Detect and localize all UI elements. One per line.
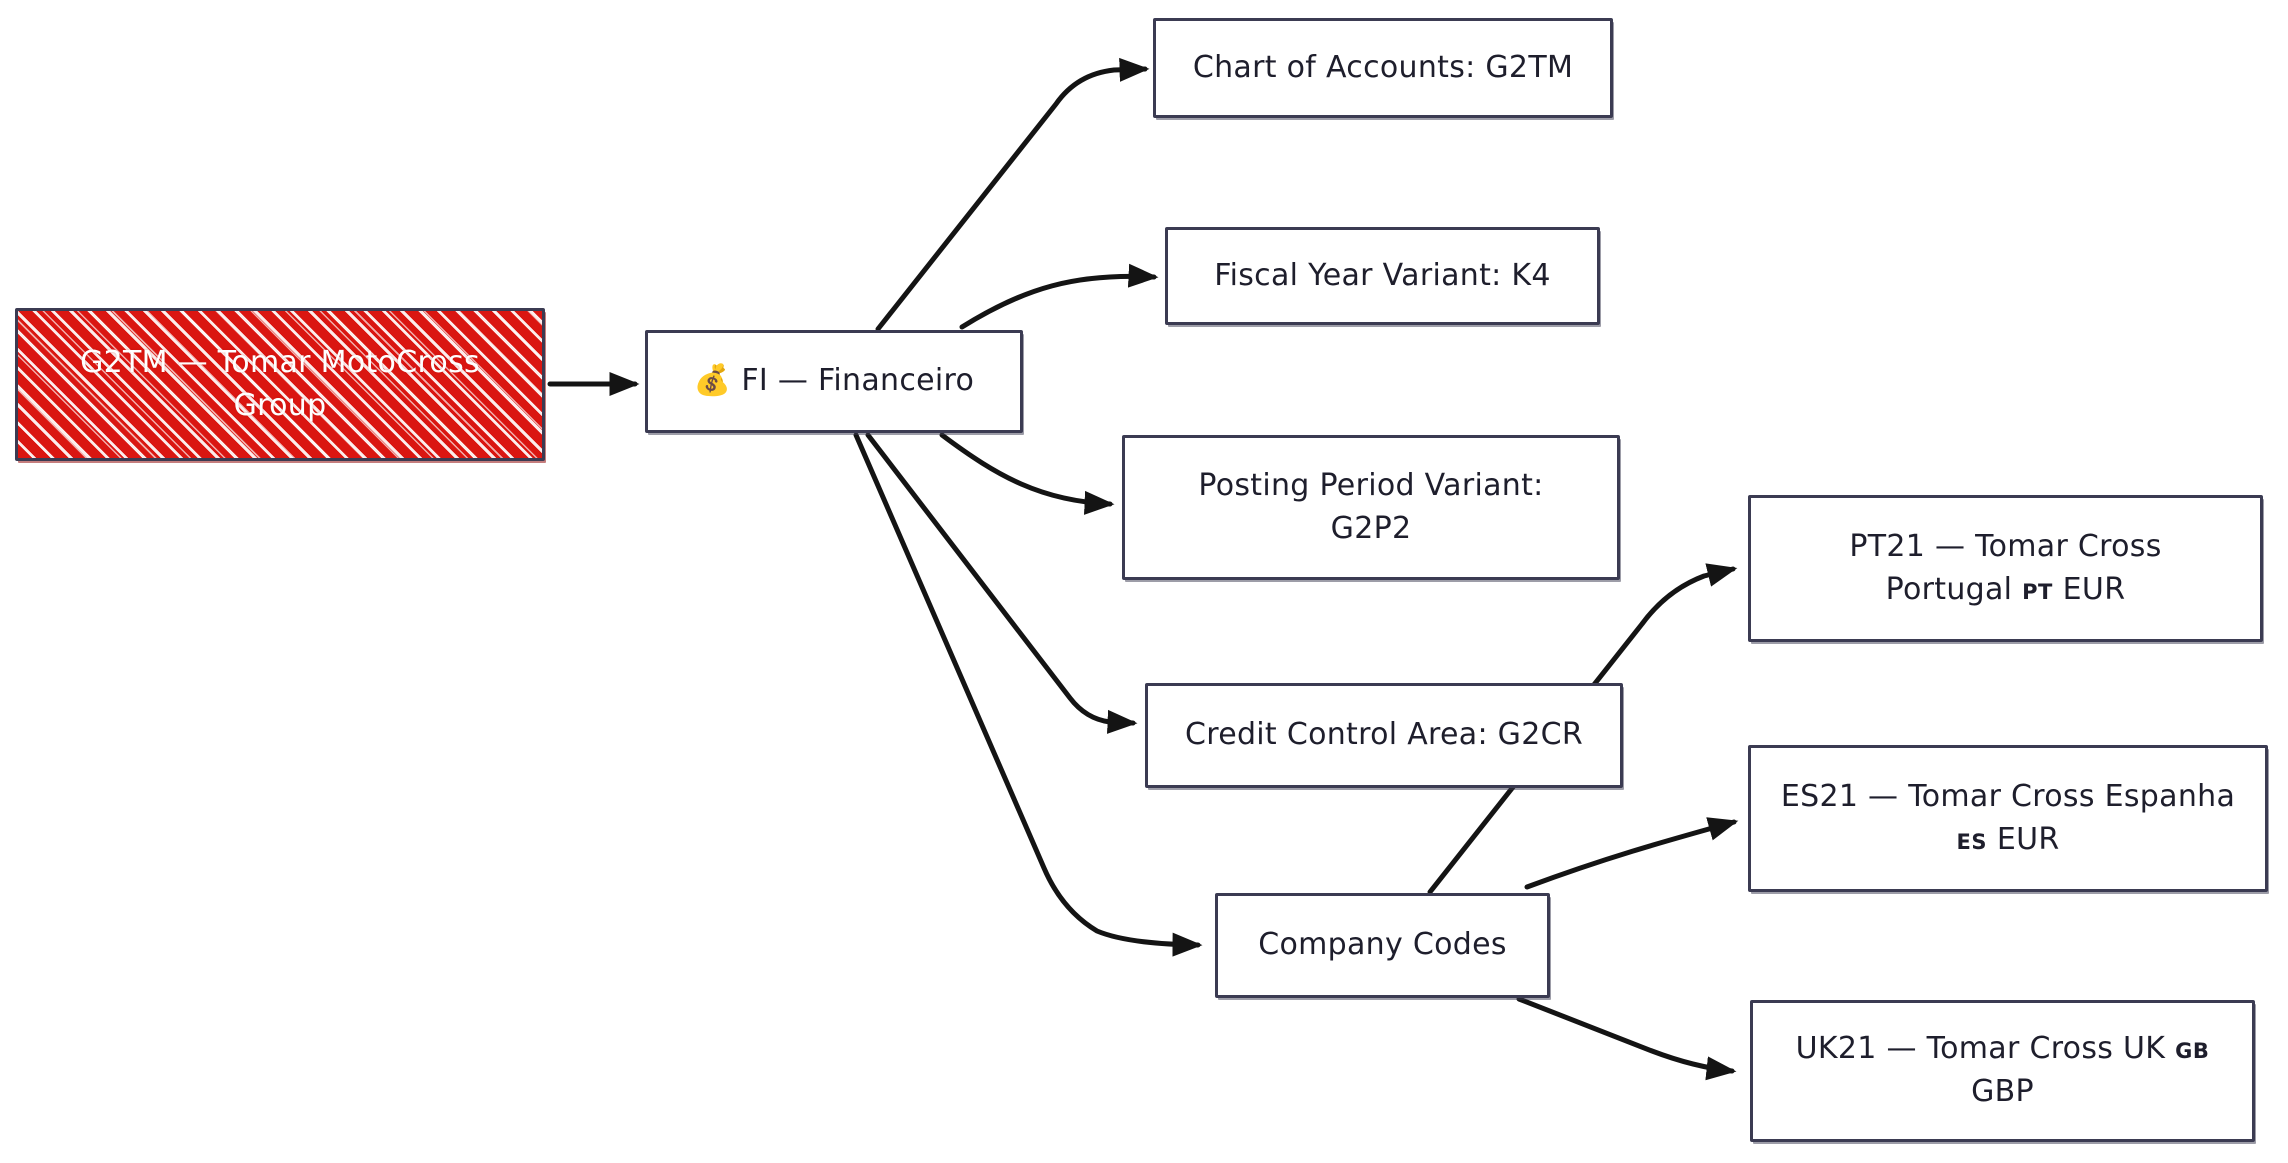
node-label-line: GBP <box>1971 1071 2034 1114</box>
country-code-label: PT <box>2022 579 2053 604</box>
node-label-line: G2TM — Tomar MotoCross <box>80 342 480 385</box>
edge-fi-to-cca[interactable] <box>865 432 1138 734</box>
node-label-segment: 💰 FI — Financeiro <box>693 363 975 399</box>
node-label-line: Chart of Accounts: G2TM <box>1193 47 1573 90</box>
node-label-segment: EUR <box>2052 571 2126 607</box>
node-label-line: 💰 FI — Financeiro <box>694 360 974 403</box>
node-label-segment: PT21 — Tomar Cross <box>1849 528 2162 564</box>
node-fi-module[interactable]: 💰 FI — Financeiro <box>645 330 1023 433</box>
edge-fi-to-coa[interactable] <box>875 57 1150 332</box>
node-label-line: ES EUR <box>1957 819 2060 862</box>
edge-fi-to-fyv[interactable] <box>959 263 1159 330</box>
node-chart-of-accounts[interactable]: Chart of Accounts: G2TM <box>1153 18 1613 118</box>
node-label-line: ES21 — Tomar Cross Espanha <box>1781 776 2235 819</box>
node-label-segment: Company Codes <box>1258 927 1507 963</box>
node-label-line: PT21 — Tomar Cross <box>1849 526 2161 569</box>
node-fiscal-year-variant[interactable]: Fiscal Year Variant: K4 <box>1165 227 1600 325</box>
node-label-segment: Chart of Accounts: G2TM <box>1192 49 1574 85</box>
node-label-segment: Group <box>233 387 327 423</box>
node-company-codes[interactable]: Company Codes <box>1215 893 1550 998</box>
node-label-segment: G2TM — Tomar MotoCross <box>80 344 480 380</box>
node-label-line: Group <box>234 385 327 428</box>
node-label-line: Credit Control Area: G2CR <box>1185 714 1583 757</box>
node-posting-period-variant[interactable]: Posting Period Variant: G2P2 <box>1122 435 1620 580</box>
edge-cc-to-uk21[interactable] <box>1516 996 1737 1081</box>
node-label-line: G2P2 <box>1331 508 1412 551</box>
edge-cc-to-es21[interactable] <box>1524 817 1739 890</box>
country-code-label: ES <box>1956 829 1987 854</box>
node-label-line: Posting Period Variant: <box>1198 465 1543 508</box>
node-label-segment: UK21 — Tomar Cross UK <box>1795 1031 2176 1067</box>
node-label-segment: Credit Control Area: G2CR <box>1184 717 1584 753</box>
node-label-line: Company Codes <box>1258 924 1507 967</box>
node-credit-control-area[interactable]: Credit Control Area: G2CR <box>1145 683 1623 788</box>
node-label-line: UK21 — Tomar Cross UK GB <box>1796 1028 2210 1071</box>
edge-cc-to-pt21[interactable] <box>1427 563 1738 895</box>
edge-fi-to-ppv[interactable] <box>939 432 1115 515</box>
node-label-segment: EUR <box>1986 821 2060 857</box>
node-label-segment: Portugal <box>1885 571 2023 607</box>
node-label-line: Fiscal Year Variant: K4 <box>1214 255 1551 298</box>
node-label-segment: Posting Period Variant: <box>1198 467 1544 503</box>
node-label-line: Portugal PT EUR <box>1886 569 2126 612</box>
edge-fi-to-cc[interactable] <box>853 432 1203 957</box>
node-label-segment: Fiscal Year Variant: K4 <box>1214 257 1551 293</box>
country-code-label: GB <box>2175 1039 2210 1064</box>
node-label-segment: ES21 — Tomar Cross Espanha <box>1780 778 2236 814</box>
node-label-segment: GBP <box>1971 1074 2034 1109</box>
node-label-segment: G2P2 <box>1330 510 1412 546</box>
